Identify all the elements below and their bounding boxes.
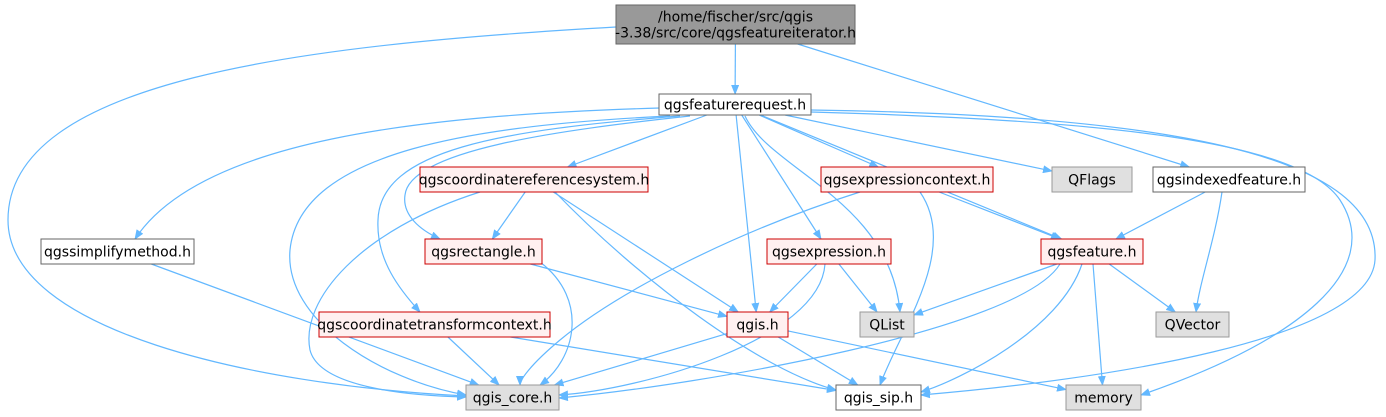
- edge-qgsfeaturerequest-to-qgsexpressioncontext: [758, 114, 880, 168]
- node-box: [1152, 166, 1306, 193]
- edge-qgsfeature-to-QVector: [1108, 263, 1177, 313]
- edge-qgscoordinatetransformcontext-to-qgis_sip: [510, 336, 837, 393]
- edge-qgsindexedfeature-to-qgsfeature: [1114, 191, 1206, 240]
- node-qgis_sip[interactable]: qgis_sip.h: [835, 384, 922, 411]
- node-label: memory: [1074, 391, 1133, 407]
- node-label: qgssimplifymethod.h: [44, 245, 191, 261]
- edge-qgsexpressioncontext-to-qgis_core: [516, 191, 861, 386]
- node-box: [318, 311, 551, 338]
- edges-layer: [7, 26, 1376, 402]
- node-label: qgsrectangle.h: [431, 245, 535, 261]
- edge-qgscoordinatetransformcontext-to-qgis_core: [447, 336, 500, 386]
- node-QVector[interactable]: QVector: [1155, 311, 1230, 338]
- node-qgscoordinatetransformcontext[interactable]: qgscoordinatetransformcontext.h: [317, 311, 552, 338]
- node-box: [726, 311, 789, 338]
- edge-qgis-to-qgis_sip: [777, 336, 859, 386]
- node-label: qgsfeaturerequest.h: [664, 98, 806, 114]
- node-label: qgis_sip.h: [844, 391, 913, 407]
- node-qgssimplifymethod[interactable]: qgssimplifymethod.h: [40, 238, 195, 265]
- edge-qgscoordinatereferencesystem-to-qgis_core: [308, 191, 481, 401]
- edge-qgsfeature-to-qgis_core: [558, 263, 1061, 402]
- edge-root-to-qgis_core: [7, 26, 617, 400]
- node-box: [859, 311, 915, 338]
- node-box: [820, 166, 994, 193]
- edge-root-to-qgsindexedfeature: [797, 43, 1191, 169]
- edge-qgscoordinatereferencesystem-to-qgis_sip: [554, 191, 837, 392]
- edge-qgsfeature-to-memory: [1092, 263, 1106, 386]
- node-box: [1040, 238, 1144, 265]
- node-label: QList: [869, 318, 905, 334]
- edge-qgsfeaturerequest-to-qgsexpression: [741, 114, 822, 240]
- edge-qgsexpressioncontext-to-qgis_sip: [879, 191, 935, 386]
- edge-qgsfeaturerequest-to-qgscoordinatereferencesystem: [566, 114, 708, 168]
- node-box: [424, 238, 543, 265]
- edge-qgsfeature-to-qgis_sip: [920, 263, 1083, 394]
- edge-qgsfeaturerequest-to-qgssimplifymethod: [134, 107, 661, 240]
- edge-qgsexpression-to-QList: [838, 263, 878, 313]
- node-box: [1065, 384, 1142, 411]
- node-QList[interactable]: QList: [859, 311, 915, 338]
- node-box: [766, 238, 892, 265]
- node-label: qgscoordinatereferencesystem.h: [419, 173, 650, 189]
- node-label: -3.38/src/core/qgsfeatureiterator.h: [615, 26, 856, 42]
- edge-qgsexpressioncontext-to-qgsfeature: [938, 191, 1061, 240]
- node-label: qgsindexedfeature.h: [1157, 173, 1301, 189]
- node-box: [615, 4, 856, 45]
- node-box: [835, 384, 922, 411]
- node-box: [465, 384, 560, 411]
- node-qgis_core[interactable]: qgis_core.h: [465, 384, 560, 411]
- node-label: /home/fischer/src/qgis: [658, 10, 813, 26]
- node-label: qgsexpression.h: [772, 245, 886, 261]
- node-qgsrectangle[interactable]: qgsrectangle.h: [424, 238, 543, 265]
- edge-qgsrectangle-to-qgis_core: [539, 261, 573, 386]
- node-label: QFlags: [1068, 173, 1116, 189]
- node-label: QVector: [1165, 318, 1221, 334]
- node-label: qgscoordinatetransformcontext.h: [317, 318, 551, 334]
- edge-qgsindexedfeature-to-QVector: [1193, 191, 1223, 313]
- edge-qgsfeaturerequest-to-qgis_sip: [810, 109, 1376, 399]
- node-box: [40, 238, 195, 265]
- edge-qgsrectangle-to-qgis: [530, 263, 728, 318]
- edge-qgsexpression-to-qgis_core: [558, 263, 826, 399]
- edge-qgsfeaturerequest-to-qgis_core: [289, 115, 671, 398]
- edge-qgsfeaturerequest-to-QList: [744, 115, 904, 313]
- edge-qgsfeature-to-QList: [913, 263, 1058, 316]
- node-box: [419, 166, 649, 193]
- nodes-layer: /home/fischer/src/qgis-3.38/src/core/qgs…: [40, 4, 1306, 411]
- node-label: qgsfeature.h: [1048, 245, 1137, 261]
- node-qgis[interactable]: qgis.h: [726, 311, 789, 338]
- node-label: qgis_core.h: [473, 391, 553, 407]
- edge-qgssimplifymethod-to-qgis_core: [151, 263, 480, 386]
- node-qgsexpressioncontext[interactable]: qgsexpressioncontext.h: [820, 166, 994, 193]
- node-box: [1155, 311, 1230, 338]
- edge-qgsfeaturerequest-to-QFlags: [784, 114, 1053, 174]
- node-memory[interactable]: memory: [1065, 384, 1142, 411]
- edge-qgsfeaturerequest-to-qgscoordinatetransformcontext: [377, 115, 681, 313]
- edge-qgis-to-qgis_core: [553, 333, 728, 387]
- edge-qgsfeaturerequest-to-memory: [810, 111, 1353, 396]
- node-QFlags[interactable]: QFlags: [1051, 166, 1133, 193]
- node-box: [658, 93, 812, 116]
- node-qgsfeaturerequest[interactable]: qgsfeaturerequest.h: [658, 93, 812, 116]
- edge-qgsfeaturerequest-to-qgis: [735, 114, 760, 313]
- node-label: qgis.h: [736, 318, 778, 334]
- node-qgsfeature[interactable]: qgsfeature.h: [1040, 238, 1144, 265]
- edge-qgsexpression-to-qgis: [768, 263, 818, 313]
- edge-qgis-to-memory: [787, 330, 1067, 392]
- node-qgsexpression[interactable]: qgsexpression.h: [766, 238, 892, 265]
- edge-qgscoordinatereferencesystem-to-qgis: [552, 191, 740, 313]
- edge-qgscoordinatereferencesystem-to-qgsrectangle: [491, 191, 526, 240]
- node-label: qgsexpressioncontext.h: [824, 173, 991, 189]
- node-qgsindexedfeature[interactable]: qgsindexedfeature.h: [1152, 166, 1306, 193]
- node-root[interactable]: /home/fischer/src/qgis-3.38/src/core/qgs…: [615, 4, 856, 45]
- node-qgscoordinatereferencesystem[interactable]: qgscoordinatereferencesystem.h: [419, 166, 650, 193]
- node-box: [1051, 166, 1133, 193]
